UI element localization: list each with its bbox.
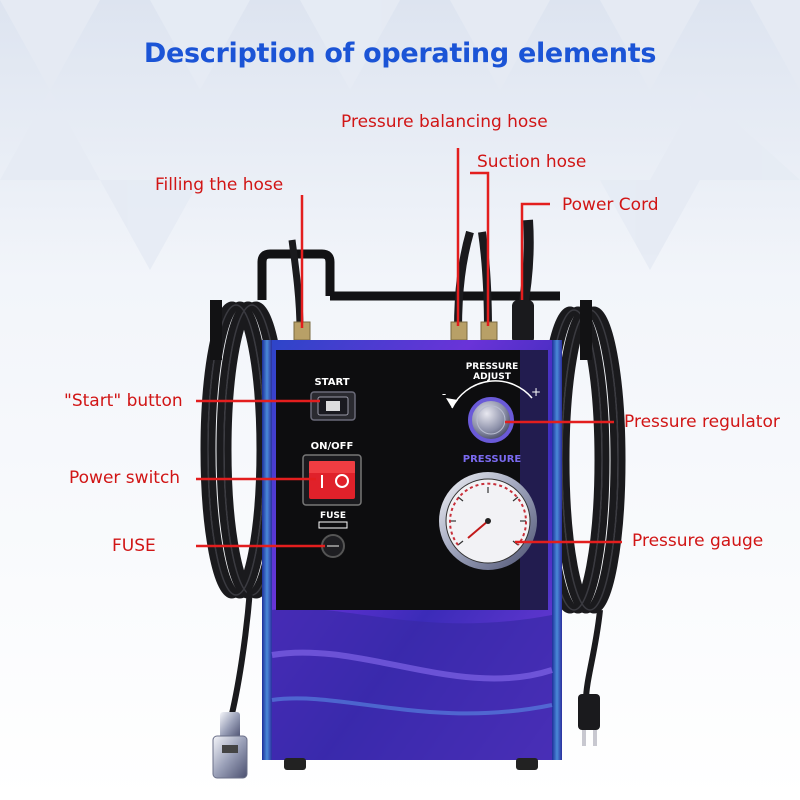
callout-pressure-balancing-hose: Pressure balancing hose	[341, 112, 548, 132]
callout-power-switch: Power switch	[69, 468, 181, 488]
callout-pressure-regulator: Pressure regulator	[624, 412, 780, 432]
callout-suction-hose: Suction hose	[477, 152, 587, 172]
callout-fuse: FUSE	[112, 536, 156, 556]
pressure-regulator-knob[interactable]	[468, 397, 514, 443]
callout-pressure-gauge: Pressure gauge	[632, 531, 764, 551]
adjust-plus-sign: +	[531, 385, 541, 399]
callout-power-cord: Power Cord	[562, 195, 659, 215]
onoff-label: ON/OFF	[311, 441, 354, 452]
start-label: START	[314, 377, 349, 388]
page-title: Description of operating elements	[143, 38, 657, 69]
callout-start-button: "Start" button	[64, 391, 183, 411]
pressure-adjust-label-line1: PRESSURE	[466, 362, 519, 372]
adjust-minus-sign: -	[442, 387, 446, 401]
fuse-label: FUSE	[320, 511, 346, 521]
pressure-label: PRESSURE	[463, 454, 522, 465]
pressure-adjust-label-line2: ADJUST	[473, 372, 512, 382]
callout-filling-hose: Filling the hose	[155, 175, 284, 195]
